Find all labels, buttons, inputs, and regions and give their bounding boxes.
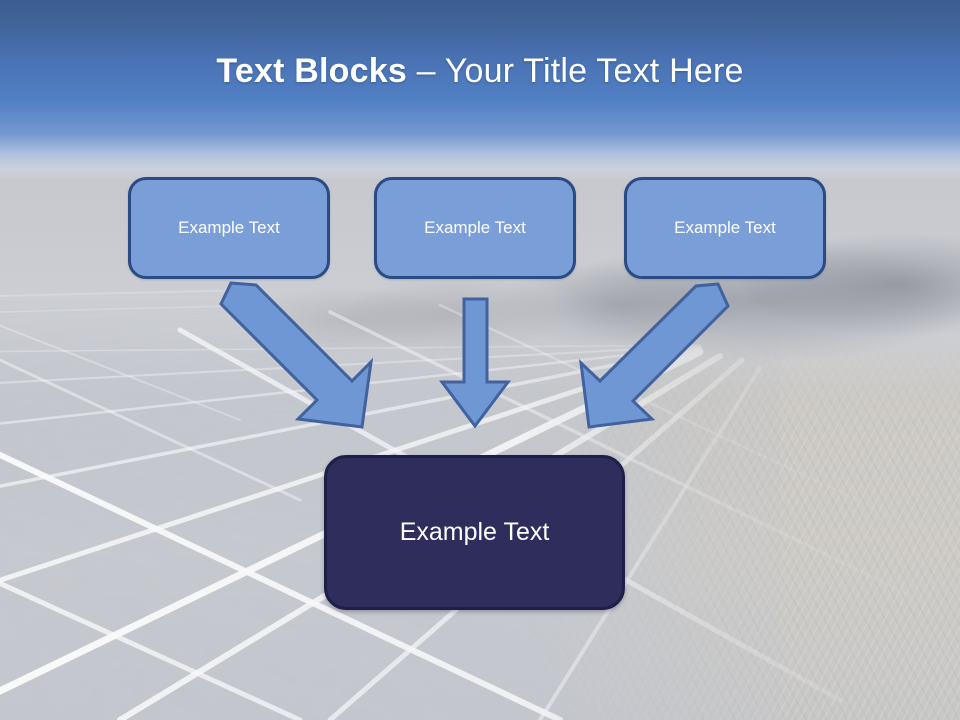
- text-block-result-label: Example Text: [399, 518, 550, 546]
- text-block-3-label: Example Text: [674, 218, 776, 237]
- text-block-2-label: Example Text: [424, 218, 526, 237]
- background-sky-gradient: [0, 0, 960, 180]
- page-title-light: Your Title Text Here: [444, 52, 744, 90]
- text-block-3[interactable]: Example Text: [624, 177, 826, 279]
- text-block-2[interactable]: Example Text: [374, 177, 576, 279]
- text-block-1[interactable]: Example Text: [128, 177, 330, 279]
- page-title-separator: –: [406, 52, 445, 90]
- text-block-result[interactable]: Example Text: [324, 455, 625, 610]
- page-title-strong: Text Blocks: [216, 52, 407, 90]
- text-block-1-label: Example Text: [178, 218, 280, 237]
- slide-title: Text Blocks – Your Title Text Here: [0, 50, 960, 92]
